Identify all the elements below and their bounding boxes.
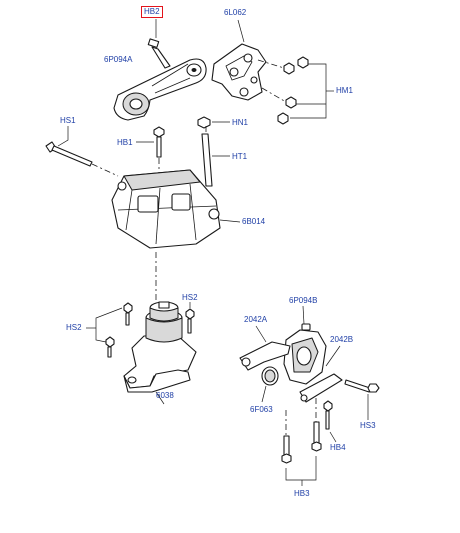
bolt-hb4 xyxy=(323,400,337,443)
callout-hb4: HB4 xyxy=(330,443,346,452)
stud-ht1 xyxy=(201,126,230,187)
callout-hb3: HB3 xyxy=(294,489,310,498)
torque-rod-6p094b xyxy=(283,305,327,385)
bushing-6f063 xyxy=(261,366,279,403)
bracket-6l062 xyxy=(211,19,267,101)
bolt-hb1 xyxy=(136,126,165,178)
callout-ht1: HT1 xyxy=(232,152,248,161)
mount-6038 xyxy=(123,301,197,405)
bolt-hs3 xyxy=(344,379,380,420)
callout-6l062: 6L062 xyxy=(224,8,247,17)
bracket-2042b xyxy=(299,345,343,403)
mount-6b014 xyxy=(111,169,241,249)
callout-6b014: 6B014 xyxy=(242,217,266,226)
callout-hs2-left: HS2 xyxy=(66,323,82,332)
callout-hs3: HS3 xyxy=(360,421,376,430)
bracket-2042a xyxy=(239,325,291,371)
callout-hn1: HN1 xyxy=(232,118,249,127)
callout-6038: 6038 xyxy=(156,391,174,400)
callout-hm1: HM1 xyxy=(336,86,353,95)
bolt-hs1 xyxy=(45,126,119,177)
bolts-hb3 xyxy=(281,398,322,486)
callout-6p094b: 6P094B xyxy=(289,296,318,305)
callout-2042b: 2042B xyxy=(330,335,354,344)
callout-hs2-right: HS2 xyxy=(182,293,198,302)
callout-2042a: 2042A xyxy=(244,315,268,324)
upper-torque-rod xyxy=(113,58,207,121)
callout-hb2-highlighted: HB2 xyxy=(141,6,163,18)
callout-6p094a: 6P094A xyxy=(104,55,133,64)
nut-hn1 xyxy=(197,116,230,129)
callout-6f063: 6F063 xyxy=(250,405,273,414)
bolt-hb2 xyxy=(147,19,171,69)
callout-hs1: HS1 xyxy=(60,116,76,125)
callout-hb1: HB1 xyxy=(117,138,133,147)
bolts-hs2 xyxy=(86,302,195,358)
nuts-hm1 xyxy=(257,56,334,125)
